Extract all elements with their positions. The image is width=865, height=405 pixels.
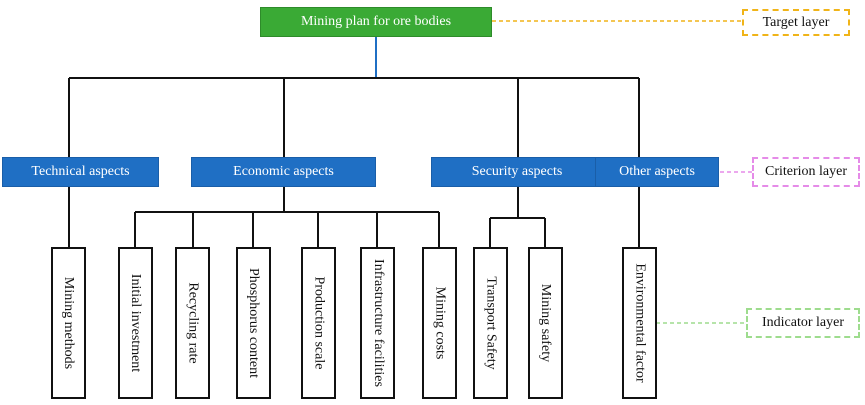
criterion-label: Technical aspects: [31, 164, 130, 179]
indicator-phosphorus-content: Phosphorus content: [236, 247, 271, 399]
indicator-label: Transport Safety: [483, 276, 499, 370]
legend-indicator-layer: Indicator layer: [746, 308, 860, 338]
criterion-label: Security aspects: [471, 164, 563, 179]
indicator-label: Mining costs: [432, 286, 448, 360]
criterion-security: Security aspects: [431, 157, 603, 187]
indicator-initial-investment: Initial investment: [118, 247, 153, 399]
indicator-infrastructure-facilities: Infrastructure facilities: [360, 247, 395, 399]
indicator-label: Phosphorus content: [246, 267, 262, 379]
indicator-label: Recycling rate: [185, 282, 201, 364]
legend-label: Indicator layer: [761, 315, 844, 330]
criterion-economic: Economic aspects: [191, 157, 376, 187]
criterion-label: Other aspects: [619, 164, 695, 179]
criterion-label: Economic aspects: [233, 164, 334, 179]
legend-label: Criterion layer: [764, 164, 848, 179]
legend-target-layer: Target layer: [742, 9, 850, 36]
indicator-mining-costs: Mining costs: [422, 247, 457, 399]
criterion-technical: Technical aspects: [2, 157, 159, 187]
target-label: Mining plan for ore bodies: [300, 14, 452, 29]
legend-criterion-layer: Criterion layer: [752, 157, 860, 187]
target-node: Mining plan for ore bodies: [260, 7, 492, 37]
indicator-label: Initial investment: [128, 273, 144, 373]
indicator-transport-safety: Transport Safety: [473, 247, 508, 399]
indicator-mining-safety: Mining safety: [528, 247, 563, 399]
indicator-label: Infrastructure facilities: [370, 259, 386, 387]
indicator-recycling-rate: Recycling rate: [175, 247, 210, 399]
indicator-environmental-factor: Environmental factor: [622, 247, 657, 399]
criterion-other: Other aspects: [595, 157, 719, 187]
indicator-mining-methods: Mining methods: [51, 247, 86, 399]
legend-label: Target layer: [762, 14, 830, 30]
indicator-label: Production scale: [311, 276, 327, 370]
indicator-production-scale: Production scale: [301, 247, 336, 399]
indicator-label: Mining safety: [538, 283, 554, 363]
indicator-label: Mining methods: [61, 276, 77, 370]
indicator-label: Environmental factor: [632, 263, 648, 383]
